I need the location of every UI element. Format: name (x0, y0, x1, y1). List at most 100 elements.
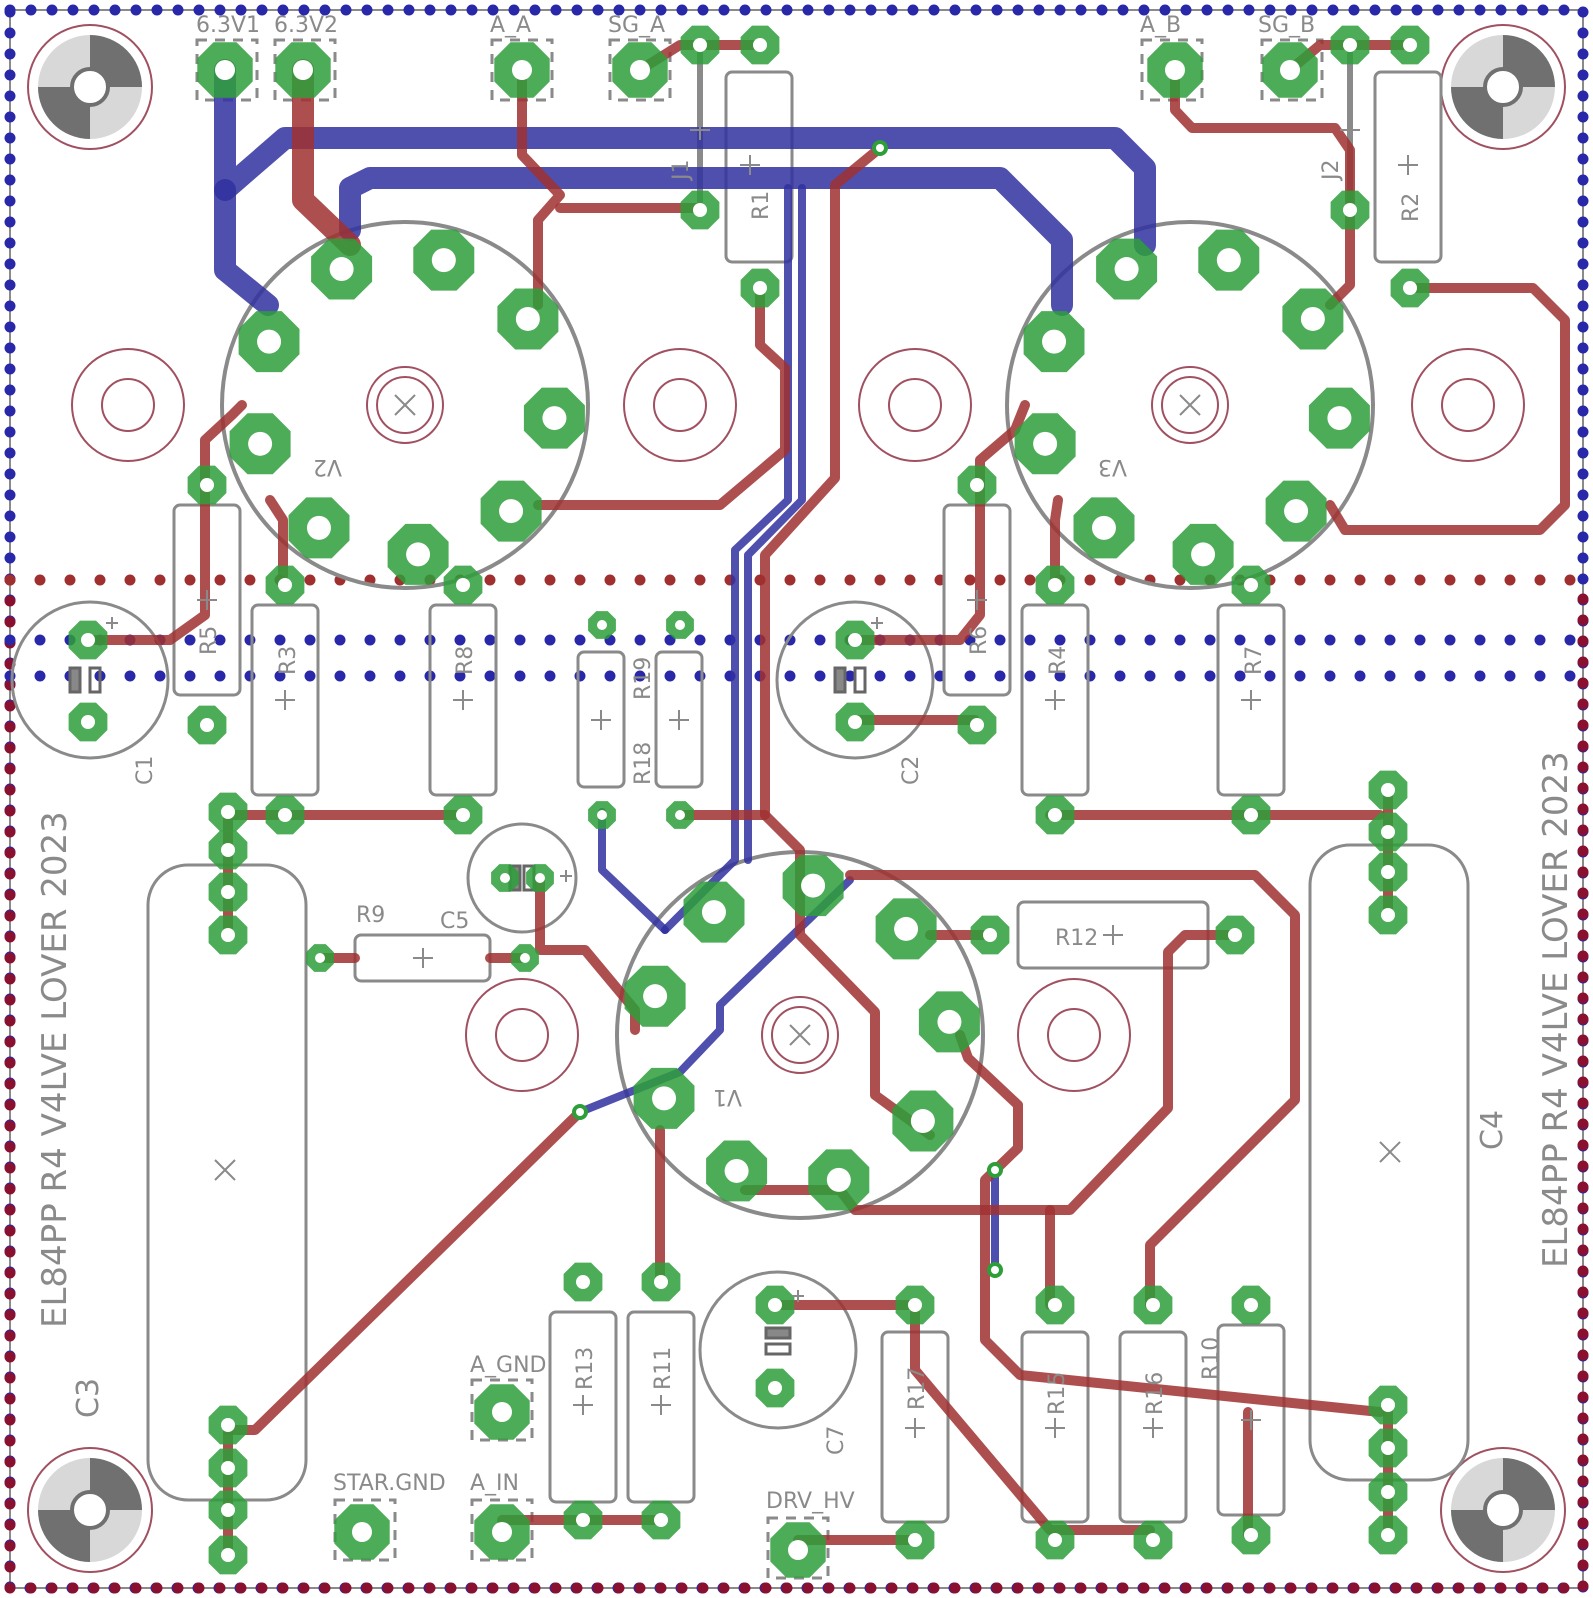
pad-drill (431, 248, 456, 273)
pad-drill (456, 578, 470, 592)
label-r6: R6 (967, 626, 992, 655)
pad-drill (1146, 1298, 1160, 1312)
pad-drill (221, 1461, 235, 1475)
pad-drill (1048, 1298, 1062, 1312)
label-v3: V3 (1098, 454, 1127, 479)
label-r7: R7 (1242, 646, 1267, 675)
label-c2: C2 (899, 756, 924, 785)
pad-drill (693, 203, 707, 217)
pad-drill (848, 715, 862, 729)
label-v1: V1 (713, 1084, 742, 1109)
pad-drill (535, 873, 545, 883)
pad-drill (1146, 1533, 1160, 1547)
pad-drill (1048, 808, 1062, 822)
pad-drill (1381, 1485, 1395, 1499)
pad-drill (693, 38, 707, 52)
pad-drill (306, 515, 331, 540)
pad-drill (724, 1158, 749, 1183)
pad-drill (848, 633, 862, 647)
board-title-left: EL84PP R4 V4LVE LOVER 2023 (35, 811, 75, 1328)
pad-drill (576, 1513, 590, 1527)
label-c1: C1 (133, 756, 158, 785)
pad-drill (1048, 1533, 1062, 1547)
pad-drill (81, 715, 95, 729)
pad-drill (630, 60, 650, 80)
pad-drill (1228, 928, 1242, 942)
pad-drill (801, 873, 826, 898)
board-outline (4, 4, 1589, 1594)
label-sg-a: SG_A (608, 13, 665, 38)
label-r2: R2 (1399, 193, 1424, 222)
pad-drill (908, 1298, 922, 1312)
pad-drill (753, 281, 767, 295)
labels: 6.3V1 6.3V2 A_A SG_A A_B SG_B A_GND STAR… (35, 13, 1576, 1514)
label-v2: V2 (313, 454, 342, 479)
pad-drill (499, 499, 524, 524)
label-r11: R11 (651, 1347, 676, 1390)
pad-drill (768, 1298, 782, 1312)
pad-drill (675, 620, 685, 630)
top-copper-traces (83, 40, 1570, 1560)
pad-drill (492, 1522, 512, 1542)
pad-drill (597, 620, 607, 630)
board-title-right: EL84PP R4 V4LVE LOVER 2023 (1536, 751, 1576, 1268)
pad-drill (315, 953, 325, 963)
pad-drill (983, 928, 997, 942)
pad-drill (278, 808, 292, 822)
pad-drill (293, 60, 313, 80)
pad-drill (910, 1109, 935, 1134)
pad-drill (329, 257, 354, 282)
label-a-a: A_A (490, 13, 531, 38)
label-sg-b: SG_B (1258, 13, 1315, 38)
silk-plus-markers (106, 120, 1418, 1438)
pad-drill (1033, 431, 1058, 456)
pad-drill (500, 873, 510, 883)
pad-drill (257, 329, 282, 354)
pad-drill (515, 306, 540, 331)
vias (572, 140, 1003, 1278)
label-r5: R5 (197, 626, 222, 655)
pad-drill (352, 1522, 372, 1542)
pad-drill (1403, 281, 1417, 295)
label-r3: R3 (276, 646, 301, 675)
pad-drill (1091, 515, 1116, 540)
pad-drill (1327, 406, 1352, 431)
pads (68, 25, 1430, 1578)
label-r12: R12 (1055, 926, 1098, 951)
pad-drill (278, 578, 292, 592)
pad-drill (1244, 1298, 1258, 1312)
label-star-gnd: STAR.GND (333, 1471, 446, 1496)
label-r17: R17 (905, 1367, 930, 1410)
pad-drill (1048, 578, 1062, 592)
label-r18: R18 (631, 742, 656, 785)
pad-drill (1343, 38, 1357, 52)
pad-drill (1216, 248, 1241, 273)
label-a-b: A_B (1140, 13, 1181, 38)
pad-drill (1191, 542, 1216, 567)
label-a-gnd: A_GND (470, 1353, 547, 1378)
pad-drill (406, 542, 431, 567)
label-drv-hv: DRV_HV (766, 1489, 855, 1514)
pad-drill (643, 984, 668, 1009)
label-r10: R10 (1199, 1337, 1224, 1380)
pad-drill (221, 1418, 235, 1432)
pad-drill (1284, 499, 1309, 524)
pad-drill (1381, 825, 1395, 839)
pad-drill (1343, 203, 1357, 217)
label-r19: R19 (631, 657, 656, 700)
label-c5: C5 (440, 909, 469, 934)
mounting-holes (27, 24, 1566, 1573)
pad-drill (970, 718, 984, 732)
pad-drill (654, 1275, 668, 1289)
pad-drill (970, 478, 984, 492)
pad-drill (768, 1381, 782, 1395)
pad-drill (1403, 38, 1417, 52)
pad-drill (1244, 1528, 1258, 1542)
pad-drill (894, 916, 919, 941)
label-j2: J2 (1319, 160, 1344, 183)
pad-drill (456, 808, 470, 822)
label-r15: R15 (1045, 1372, 1070, 1415)
pad-drill (1244, 808, 1258, 822)
pad-drill (597, 810, 607, 820)
